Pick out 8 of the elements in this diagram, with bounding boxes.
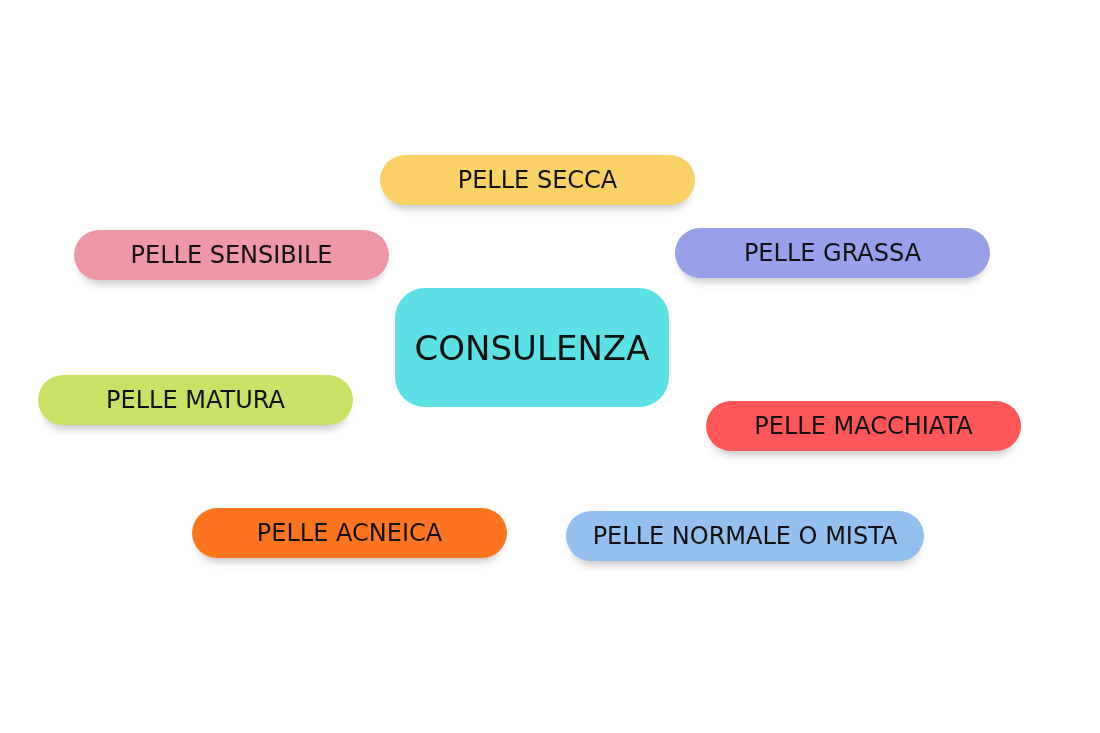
topic-pill: PELLE GRASSA	[675, 228, 990, 278]
topic-pill: PELLE NORMALE O MISTA	[566, 511, 924, 561]
topic-pill: PELLE SECCA	[380, 155, 695, 205]
topic-pill: PELLE ACNEICA	[192, 508, 507, 558]
topic-pill: PELLE MACCHIATA	[706, 401, 1021, 451]
central-topic-box: CONSULENZA	[395, 288, 669, 407]
topic-pill: PELLE SENSIBILE	[74, 230, 389, 280]
topic-pill: PELLE MATURA	[38, 375, 353, 425]
